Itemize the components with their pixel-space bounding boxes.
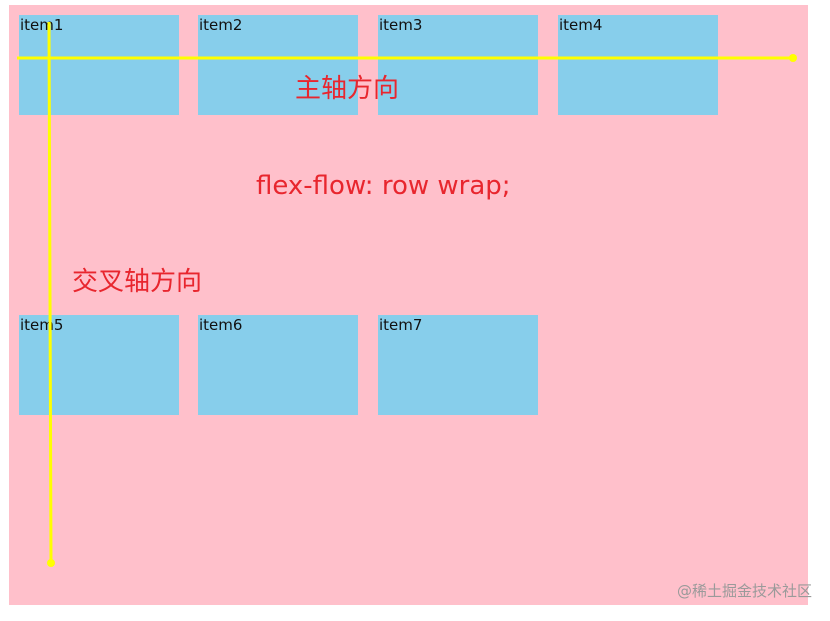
watermark: @稀土掘金技术社区 [676, 582, 812, 600]
flex-item-6: item6 [198, 315, 358, 415]
flex-item-1: item1 [19, 15, 179, 115]
flex-flow-label: flex-flow: row wrap; [256, 171, 511, 201]
flex-item-label: item5 [20, 316, 64, 334]
main-axis-label: 主轴方向 [295, 74, 400, 104]
flex-item-label: item7 [379, 316, 423, 334]
flex-item-3: item3 [378, 15, 538, 115]
flex-item-2: item2 [198, 15, 358, 115]
cross-axis-label: 交叉轴方向 [72, 267, 203, 297]
flex-item-label: item2 [199, 16, 243, 34]
flex-item-label: item6 [199, 316, 243, 334]
flex-item-label: item1 [20, 16, 64, 34]
flex-item-label: item3 [379, 16, 423, 34]
flex-item-5: item5 [19, 315, 179, 415]
flex-item-4: item4 [558, 15, 718, 115]
flex-item-7: item7 [378, 315, 538, 415]
flex-item-label: item4 [559, 16, 603, 34]
